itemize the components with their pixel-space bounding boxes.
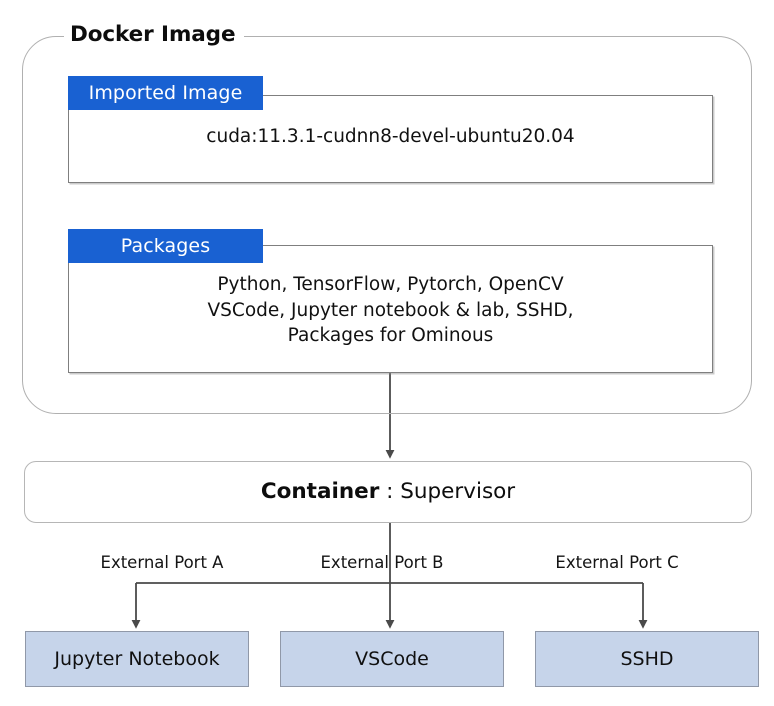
packages-badge: Packages (68, 229, 263, 263)
docker-image-card (22, 36, 752, 414)
imported-image-value: cuda:11.3.1-cudnn8-devel-ubuntu20.04 (206, 126, 575, 147)
port-label-b: External Port B (320, 553, 444, 572)
service-box-sshd: SSHD (535, 631, 759, 687)
docker-image-title: Docker Image (64, 20, 245, 50)
container-separator: : (379, 479, 401, 504)
container-card: Container : Supervisor (24, 461, 752, 523)
port-label-a: External Port A (100, 553, 224, 572)
packages-value: Python, TensorFlow, Pytorch, OpenCV VSCo… (207, 274, 574, 346)
service-box-jupyter-notebook: Jupyter Notebook (25, 631, 249, 687)
packages-panel: Python, TensorFlow, Pytorch, OpenCV VSCo… (68, 245, 713, 373)
container-name: Container (260, 479, 380, 504)
container-label: Container : Supervisor (261, 479, 515, 505)
service-box-vscode: VSCode (280, 631, 504, 687)
container-value: Supervisor (400, 479, 516, 504)
port-label-c: External Port C (555, 553, 679, 572)
imported-image-badge: Imported Image (68, 76, 263, 110)
imported-image-panel: cuda:11.3.1-cudnn8-devel-ubuntu20.04 (68, 95, 713, 183)
